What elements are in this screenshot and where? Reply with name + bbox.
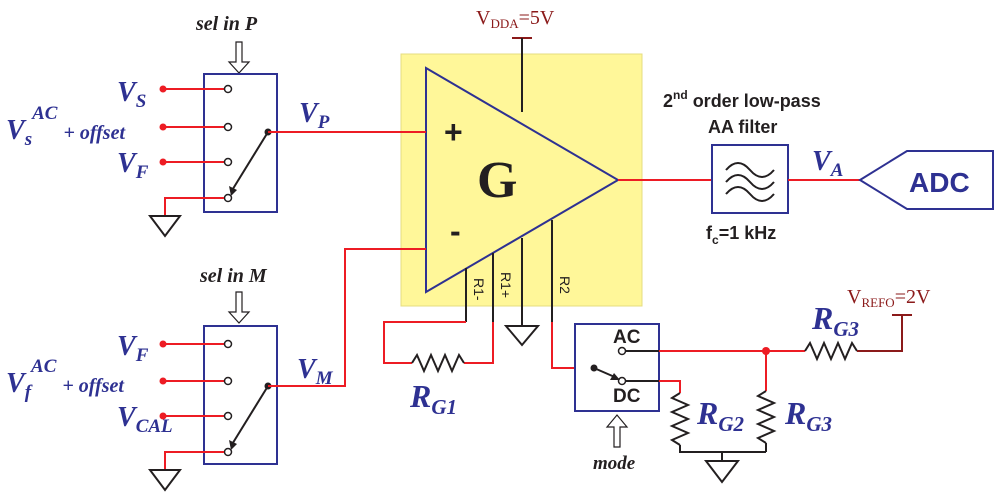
amp-minus: - xyxy=(450,213,461,249)
amplifier-triangle xyxy=(425,66,620,294)
mode-switch-box xyxy=(574,323,660,412)
va-label: VA xyxy=(812,146,843,181)
mux-p-ground-icon xyxy=(148,215,182,238)
mux-m-box xyxy=(203,325,278,465)
rg3-right-label: RG3 xyxy=(784,395,832,436)
amp-plus: + xyxy=(444,114,463,150)
vp-label: VP xyxy=(299,98,330,133)
rg1-zigzag xyxy=(411,352,465,374)
mux-m-caption: sel in M xyxy=(199,265,268,287)
mux-p-box xyxy=(203,73,278,213)
mux-m-ground-icon xyxy=(148,469,182,492)
rg3-top-label: RG3 xyxy=(811,300,859,341)
mux-m-input-vfac: VfAC+ offset xyxy=(6,356,125,403)
mux-m-arrow-icon xyxy=(227,291,251,324)
rg3-right-zigzag xyxy=(755,390,777,444)
supply-vdda: VDDA=5V xyxy=(476,7,555,112)
rg1-label: RG1 xyxy=(409,378,457,419)
filter-title-line2: AA filter xyxy=(708,117,777,137)
mux-p-caption: sel in P xyxy=(195,13,258,35)
adc-block: ADC xyxy=(858,150,994,210)
mode-ac-label: AC xyxy=(613,327,641,348)
rg2-zigzag xyxy=(669,392,691,446)
mux-m-input-vf: VF xyxy=(117,331,149,366)
adc-label: ADC xyxy=(909,167,970,198)
adc-shape xyxy=(858,150,994,210)
resistor-rg1: RG1 xyxy=(383,321,494,419)
mux-p-input-vf: VF xyxy=(117,148,149,183)
filter-box xyxy=(711,144,789,214)
mode-dc-label: DC xyxy=(613,386,641,407)
aa-filter: 2nd order low-pass AA filter fc=1 kHz VA xyxy=(663,88,860,247)
vrefo-label: VREFO=2V xyxy=(847,286,931,310)
mux-p-input-vs: VS xyxy=(117,77,146,112)
mux-p-arrow-icon xyxy=(227,41,251,74)
mux-m-input-vcal: VCAL xyxy=(117,402,173,437)
mux-p: sel in P VS VsAC+ offset VF VP xyxy=(6,13,426,238)
resistor-rg3-right: RG3 xyxy=(703,351,832,484)
rg2-label: RG2 xyxy=(696,395,745,436)
amplifier: + - G R1- R1+ R2 xyxy=(425,66,620,347)
pin-r2: R2 xyxy=(557,276,573,294)
mode-caption: mode xyxy=(593,453,636,474)
pin-r1-plus: R1+ xyxy=(498,272,514,298)
filter-wave-icon xyxy=(725,162,775,202)
pin-r1-minus: R1- xyxy=(471,278,487,301)
filter-title-line1: 2nd order low-pass xyxy=(663,88,821,111)
filter-cutoff: fc=1 kHz xyxy=(706,223,776,247)
mode-arrow-icon xyxy=(605,414,629,448)
vm-label: VM xyxy=(297,354,334,389)
amp-gain-label: G xyxy=(477,152,517,209)
resistor-rg3-top: RG3 VREFO=2V xyxy=(659,286,931,362)
rg3-top-zigzag xyxy=(804,340,858,362)
mode-switch: AC DC mode xyxy=(551,322,660,474)
vdda-label: VDDA=5V xyxy=(476,7,555,31)
mux-p-input-vsac: VsAC+ offset xyxy=(6,103,126,150)
mux-m: sel in M VF VfAC+ offset VCAL VM xyxy=(6,248,426,492)
resistor-rg2: RG2 xyxy=(659,380,766,453)
amp-ground-icon xyxy=(503,325,541,347)
rg-ground-icon xyxy=(703,460,741,484)
